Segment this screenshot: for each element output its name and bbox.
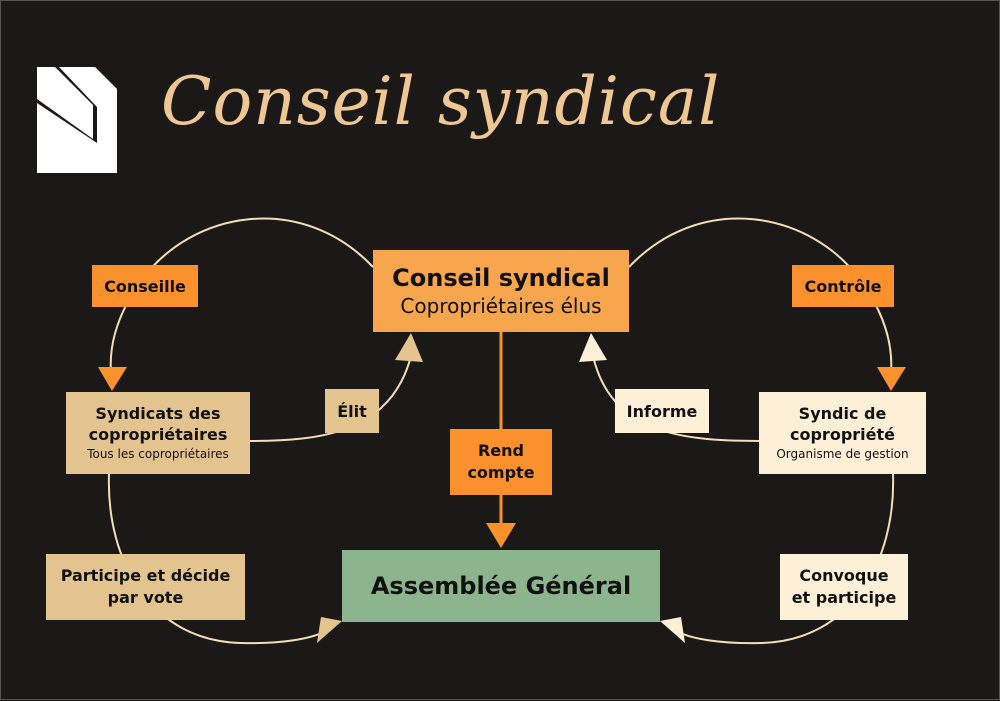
edge-label-participe: Participe et décide par vote: [46, 554, 245, 620]
edge-label-participe-line-1: Participe et décide: [60, 566, 231, 585]
edge-label-conseille: Conseille: [92, 265, 198, 307]
page-title: Conseil syndical: [161, 63, 721, 140]
arrow-controle: [877, 367, 906, 391]
edge-label-convoque-line-2: et participe: [791, 588, 897, 607]
edge-label-controle-text: Contrôle: [804, 276, 882, 296]
node-syndicats-title-1: Syndicats des: [95, 404, 221, 423]
edge-label-convoque-line-1: Convoque: [799, 566, 889, 585]
edge-label-participe-line-2: par vote: [107, 588, 184, 607]
node-syndicats: Syndicats des copropriétaires Tous les c…: [66, 392, 250, 474]
node-assemblee-title: Assemblée Général: [370, 572, 632, 600]
node-conseil-subtitle: Copropriétaires élus: [400, 294, 602, 318]
edge-label-elit-text: Élit: [337, 401, 367, 421]
edge-label-informe-text: Informe: [626, 401, 698, 421]
edge-label-informe: Informe: [615, 389, 709, 433]
node-assemblee-generale: Assemblée Général: [342, 550, 660, 622]
node-conseil-syndical: Conseil syndical Copropriétaires élus: [373, 250, 629, 332]
node-syndic-subtitle: Organisme de gestion: [776, 447, 909, 461]
edge-label-rend-compte: Rend compte: [450, 429, 552, 495]
node-syndic: Syndic de copropriété Organisme de gesti…: [759, 392, 926, 474]
arrow-rend-compte: [486, 523, 516, 548]
edge-conseille: [109, 217, 374, 374]
arrow-participe: [317, 617, 342, 643]
edge-label-rend-line-1: Rend: [477, 441, 524, 460]
edge-label-convoque: Convoque et participe: [780, 554, 908, 620]
arrow-elit: [395, 333, 423, 362]
edge-label-elit: Élit: [325, 389, 379, 433]
arrow-informe: [579, 333, 607, 362]
edge-convoque: [675, 473, 895, 645]
edge-label-controle: Contrôle: [792, 265, 894, 307]
document-icon: [37, 67, 117, 173]
edge-participe: [107, 473, 327, 645]
node-syndic-title-1: Syndic de: [798, 404, 887, 423]
node-syndicats-title-2: copropriétaires: [88, 425, 228, 444]
arrow-convoque: [660, 617, 685, 643]
arrow-conseille: [98, 367, 127, 391]
edge-label-conseille-text: Conseille: [104, 276, 186, 296]
edge-controle: [628, 217, 893, 374]
node-conseil-title: Conseil syndical: [392, 264, 610, 292]
edge-label-rend-line-2: compte: [467, 463, 535, 482]
node-syndic-title-2: copropriété: [790, 425, 895, 444]
node-syndicats-subtitle: Tous les copropriétaires: [87, 447, 229, 461]
